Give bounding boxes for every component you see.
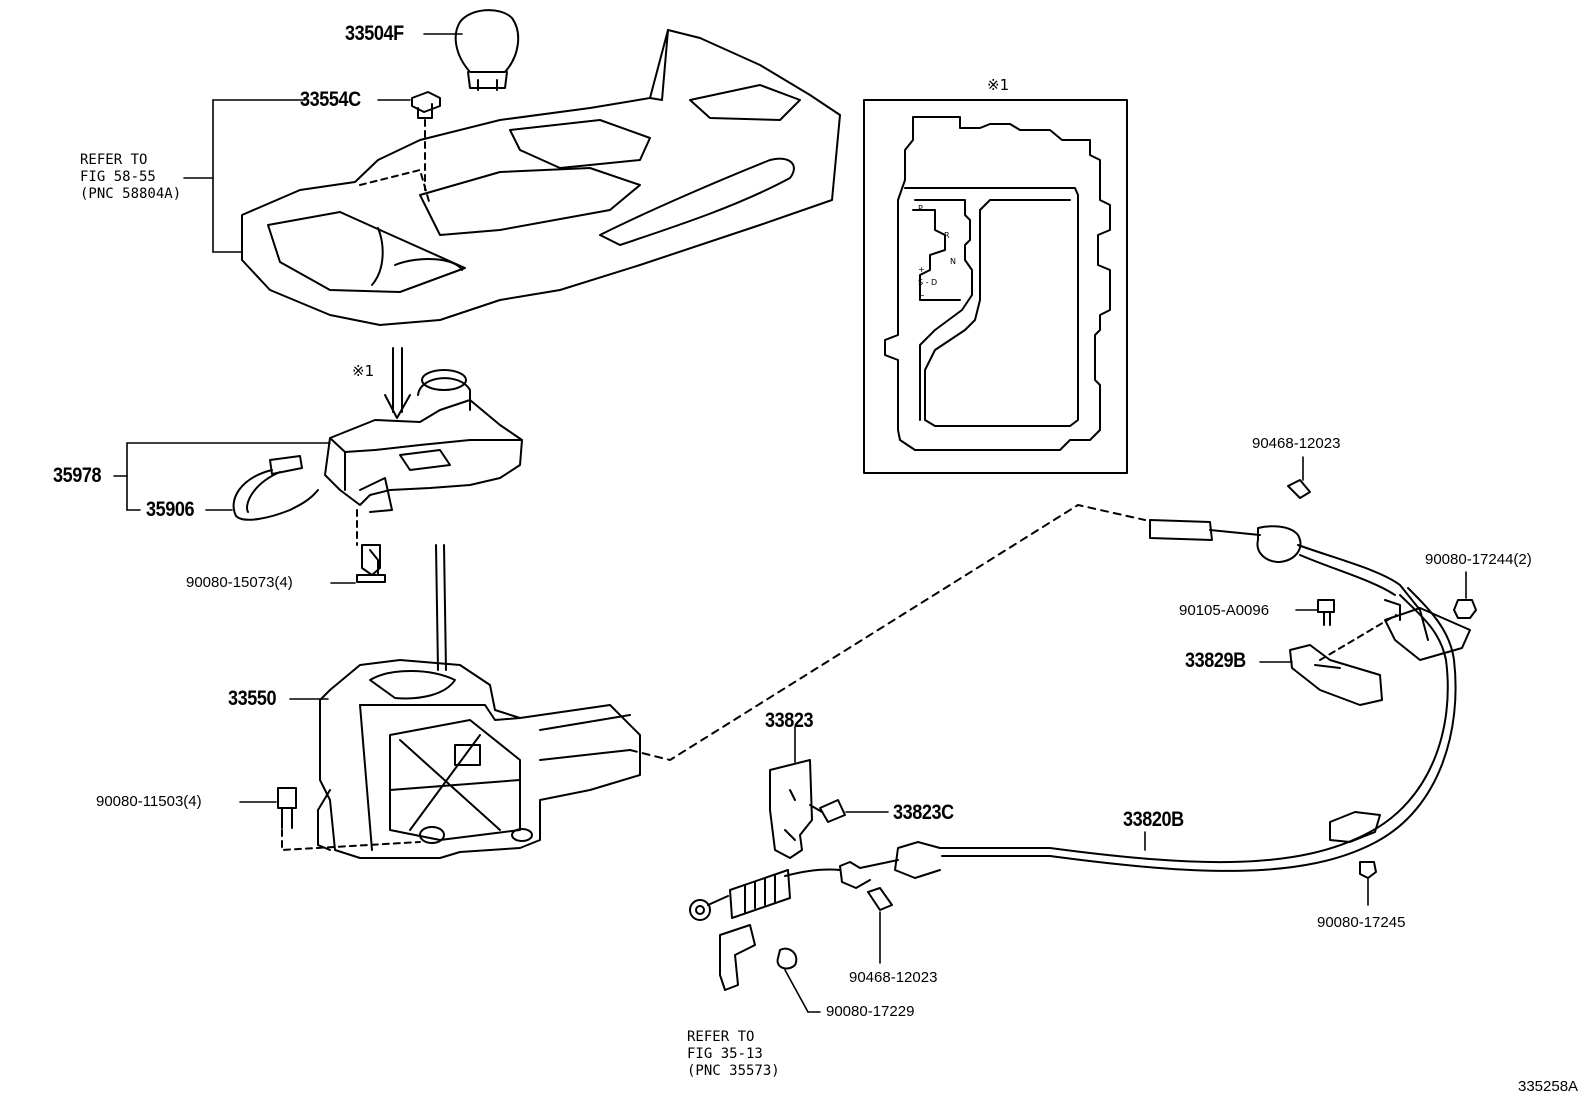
cable-33820b-drawing xyxy=(689,519,1471,921)
part-label-90468-12023-top: 90468-12023 xyxy=(1252,435,1341,452)
clip-90468-12023-drawing xyxy=(867,479,1311,911)
gate-label-r: R xyxy=(944,231,950,240)
gate-label-plus: + xyxy=(918,265,925,274)
gate-label-n: N xyxy=(950,257,956,266)
part-label-33823: 33823 xyxy=(765,709,814,732)
bolt-90080-15073-drawing xyxy=(356,544,386,583)
gate-label-minus: − xyxy=(918,291,925,300)
part-label-90105-a0096: 90105-A0096 xyxy=(1179,602,1270,619)
part-label-90080-11503: 90080-11503(4) xyxy=(96,793,202,810)
part-label-33823c: 33823C xyxy=(893,801,954,824)
refer-note-58-55: REFER TO FIG 58-55 (PNC 58804A) xyxy=(80,152,182,202)
gate-label-sd: S - D xyxy=(918,278,938,287)
nut-bolts-drawing xyxy=(1317,599,1477,879)
shift-knob-drawing xyxy=(454,9,520,91)
part-label-90080-15073: 90080-15073(4) xyxy=(186,574,293,591)
part-label-90080-17245: 90080-17245 xyxy=(1317,914,1406,931)
wire-35906-drawing xyxy=(232,455,319,521)
console-panel-drawing xyxy=(241,29,841,326)
leader-dash xyxy=(281,829,421,851)
part-label-33829b: 33829B xyxy=(1185,649,1246,672)
detail-box xyxy=(863,99,1128,474)
bolt-90080-11503-drawing xyxy=(277,787,297,829)
part-label-90080-17244: 90080-17244(2) xyxy=(1425,551,1532,568)
bracket-33823-drawing xyxy=(769,759,846,859)
retainer-33829b-drawing xyxy=(1289,644,1383,706)
gate-label-p: P xyxy=(918,204,923,213)
leader-lines xyxy=(113,33,1467,1013)
part-label-35906: 35906 xyxy=(146,498,195,521)
clip-33554c-drawing xyxy=(411,91,441,191)
leader-dash xyxy=(1319,614,1397,661)
bracket-35573-drawing xyxy=(719,924,798,991)
part-label-33550: 33550 xyxy=(228,687,277,710)
leader-dash xyxy=(629,504,1146,761)
part-label-33554c: 33554C xyxy=(300,88,361,111)
part-label-35978: 35978 xyxy=(53,464,102,487)
detail-arrow xyxy=(384,347,411,419)
figure-reference: 335258A xyxy=(1518,1078,1579,1095)
refer-note-35-13: REFER TO FIG 35-13 (PNC 35573) xyxy=(687,1029,780,1079)
arrow-mark-label: ※1 xyxy=(352,362,375,380)
part-label-90080-17229: 90080-17229 xyxy=(826,1003,915,1020)
indicator-housing-drawing xyxy=(324,369,523,513)
part-label-90468-12023-bottom: 90468-12023 xyxy=(849,969,938,986)
part-label-33820b: 33820B xyxy=(1123,808,1184,831)
shift-lever-assembly-drawing xyxy=(317,544,641,859)
detail-mark-label: ※1 xyxy=(987,76,1010,94)
part-label-33504f: 33504F xyxy=(345,22,404,45)
